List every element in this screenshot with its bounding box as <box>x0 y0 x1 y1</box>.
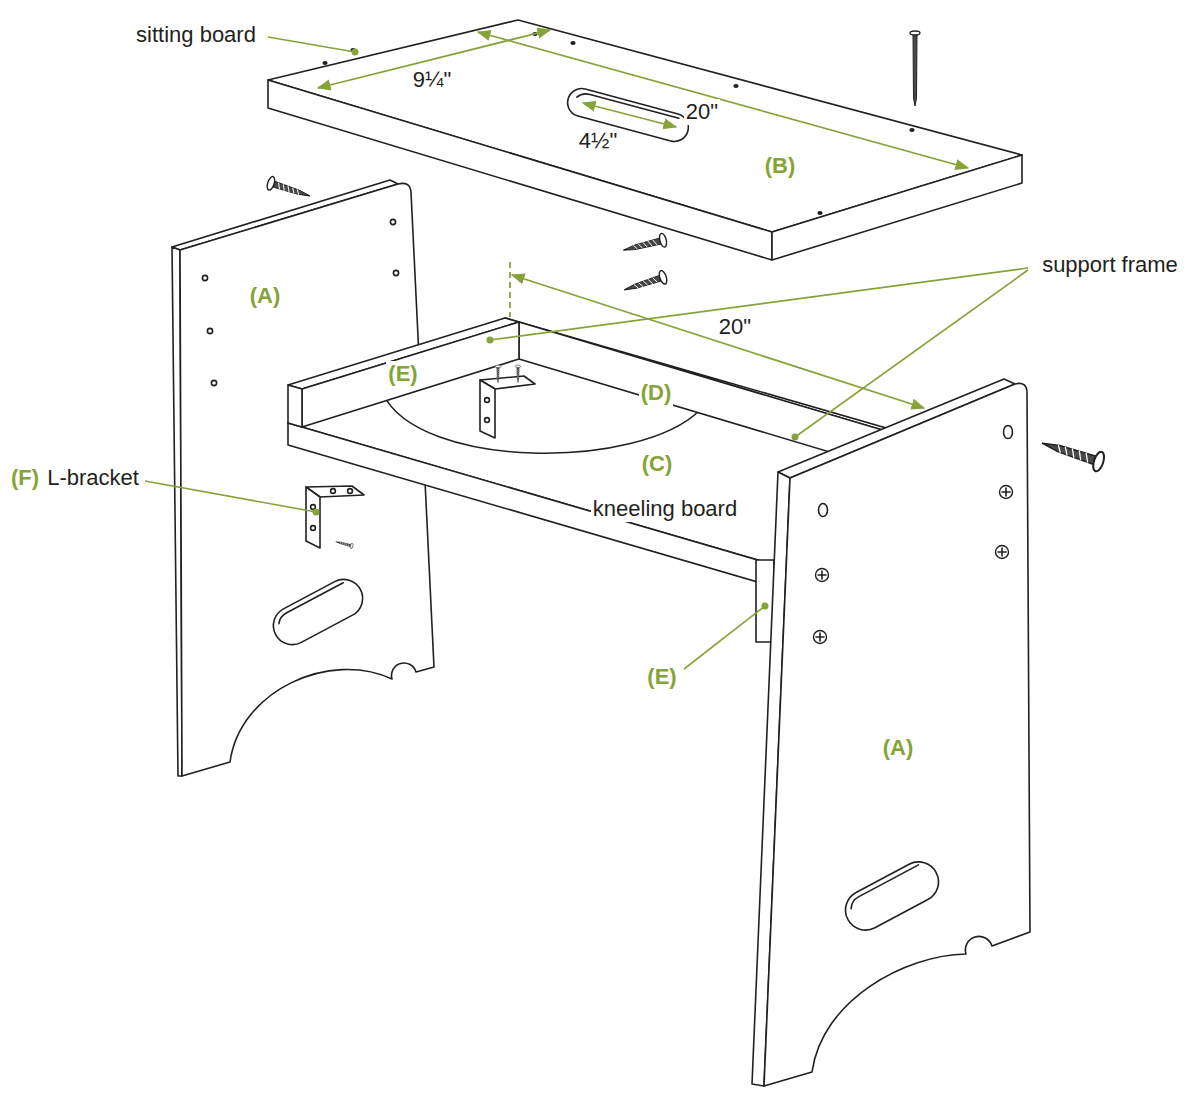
leader-lines-part <box>313 509 320 516</box>
nail <box>910 31 920 106</box>
screws-part <box>622 233 668 257</box>
dimension-arrows-part <box>583 103 676 127</box>
screws-part <box>622 270 668 297</box>
left-leg-part <box>267 573 370 652</box>
part-name: L-bracket <box>45 465 141 490</box>
l-bracket <box>306 486 364 548</box>
part-letter: (E) <box>386 361 419 386</box>
screws <box>266 31 1106 549</box>
dimension-label: 20" <box>684 99 720 124</box>
screws-part <box>266 176 312 203</box>
sitting-board-part <box>772 155 1022 260</box>
screws-part <box>515 365 521 383</box>
leader-lines-part <box>352 49 359 56</box>
dimension-arrows-part <box>509 262 511 317</box>
part-name: sitting board <box>134 22 258 47</box>
leader-lines-part <box>684 606 765 669</box>
l-bracket-part <box>306 487 320 548</box>
part-letter: (D) <box>639 380 674 405</box>
l-bracket <box>480 376 535 438</box>
leader-lines-part <box>490 268 1028 340</box>
nail-part <box>910 31 920 35</box>
part-letter: (A) <box>248 283 283 308</box>
stool-illustration-part <box>172 20 1030 1086</box>
sitting-board-part <box>322 32 914 215</box>
part-letter: (F) <box>9 465 41 490</box>
leader-lines-part <box>762 603 769 610</box>
left-leg-part <box>211 380 216 385</box>
sitting-board-part <box>577 91 679 124</box>
leader-lines-part <box>268 37 355 52</box>
right-leg-part <box>816 569 829 582</box>
support-frame-part <box>288 423 768 585</box>
part-letter: (A) <box>881 735 916 760</box>
l-bracket-part <box>348 489 353 494</box>
part-letter: (E) <box>645 664 678 689</box>
leader-lines-part <box>145 481 316 512</box>
nail-part <box>913 34 917 106</box>
leader-lines-part <box>795 270 1028 437</box>
right-leg-part <box>1000 486 1013 499</box>
leader-lines-part <box>487 337 494 344</box>
right-leg-part <box>838 855 945 937</box>
left-leg-part <box>276 583 346 624</box>
left-leg <box>172 180 434 776</box>
sitting-board-part-part <box>570 41 575 45</box>
screws-part <box>335 539 354 549</box>
left-leg-part <box>180 183 434 776</box>
sitting-board-part-part <box>817 211 822 215</box>
right-leg-part <box>819 504 828 517</box>
l-bracket-part <box>480 380 495 438</box>
left-leg-part <box>390 219 395 224</box>
left-leg-part <box>202 275 207 280</box>
l-bracket-part <box>311 505 316 510</box>
l-bracket-part <box>311 526 316 531</box>
right-leg-part <box>1004 426 1013 439</box>
l-bracket-part <box>331 489 336 494</box>
part-name: kneeling board <box>591 496 739 521</box>
right-leg-part <box>996 546 1009 559</box>
screws-part <box>1039 434 1106 473</box>
l-bracket-part <box>485 418 490 423</box>
dimension-label: 4½" <box>577 128 619 153</box>
dimension-arrows <box>318 30 968 408</box>
right-leg <box>752 379 1030 1086</box>
right-leg-part <box>764 383 1030 1086</box>
part-letter: (B) <box>763 153 798 178</box>
left-leg-part <box>393 270 398 275</box>
dimension-arrows-part <box>478 32 968 168</box>
support-frame-part <box>288 385 302 427</box>
screws-part <box>495 365 501 383</box>
leader-lines <box>145 37 1028 669</box>
leader-lines-part <box>792 434 799 441</box>
dimension-label: 20" <box>717 314 753 339</box>
left-leg-part <box>207 328 212 333</box>
sitting-board-part-part <box>733 84 738 88</box>
sitting-board-part <box>268 80 772 260</box>
right-leg-part <box>814 631 827 644</box>
sitting-board <box>268 20 1022 260</box>
dimension-label: 9¼" <box>411 67 453 92</box>
sitting-board-part-part <box>322 61 327 65</box>
sitting-board-part-part <box>909 128 914 132</box>
l-bracket-part <box>485 398 490 403</box>
part-letter: (C) <box>640 451 675 476</box>
part-name: support frame <box>1040 252 1180 277</box>
right-leg-part <box>848 865 922 909</box>
